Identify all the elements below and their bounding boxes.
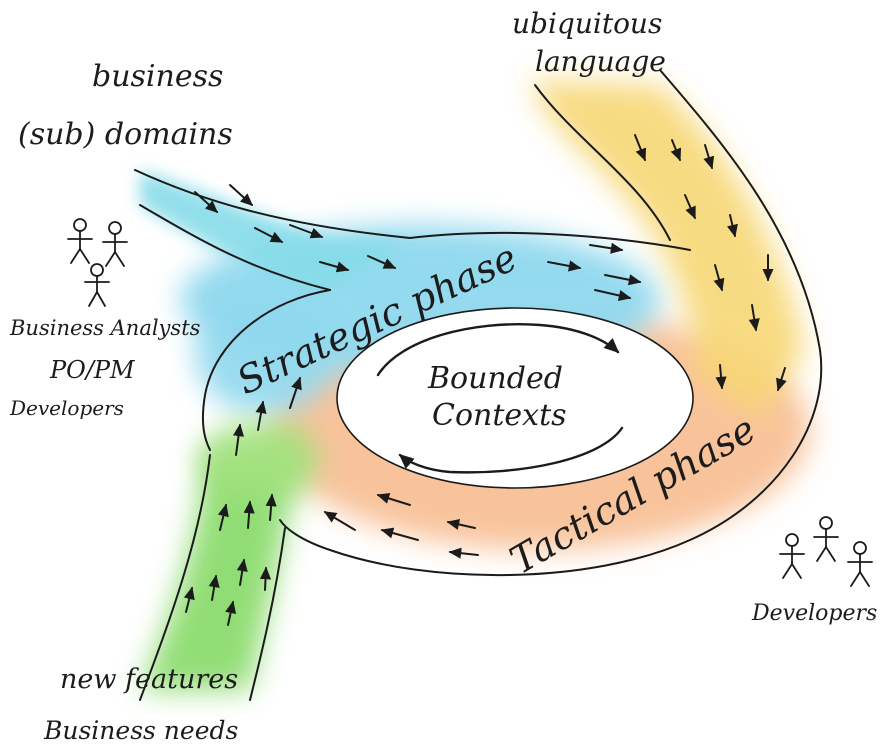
business-domains-label-line2: (sub) domains — [18, 117, 233, 152]
color-washes — [140, 80, 810, 690]
stick-figure-icon — [779, 533, 805, 579]
language-wash — [530, 80, 805, 420]
stick-figure-icon — [67, 218, 93, 264]
cycle-arrow-bottom — [398, 426, 624, 474]
stick-figure-icon — [84, 263, 110, 307]
actors-left-figures — [67, 218, 128, 307]
actors-right-figures — [779, 516, 873, 587]
ubiquitous-language-label-line2: language — [535, 45, 666, 78]
bounded-contexts-boundary — [336, 307, 694, 489]
stick-figure-icon — [813, 516, 839, 562]
bounded-contexts-label-line1: Bounded — [427, 361, 563, 396]
new-features-label: new features — [60, 664, 239, 695]
bounded-contexts-label-line2: Contexts — [432, 398, 567, 433]
business-needs-label: Business needs — [44, 716, 239, 745]
actor-business-analysts: Business Analysts — [10, 316, 201, 340]
loop-outlines — [134, 69, 823, 701]
features-wash — [140, 440, 300, 690]
stick-figure-icon — [847, 541, 873, 587]
actor-developers-left: Developers — [10, 396, 124, 420]
actor-po-pm: PO/PM — [50, 356, 135, 384]
actor-developers-right: Developers — [752, 601, 878, 626]
business-domains-label-line1: business — [92, 59, 224, 94]
ubiquitous-language-label-line1: ubiquitous — [512, 7, 663, 40]
cycle-arrow-top — [376, 323, 620, 377]
flow-arrows — [183, 134, 787, 626]
stick-figure-icon — [102, 221, 128, 267]
